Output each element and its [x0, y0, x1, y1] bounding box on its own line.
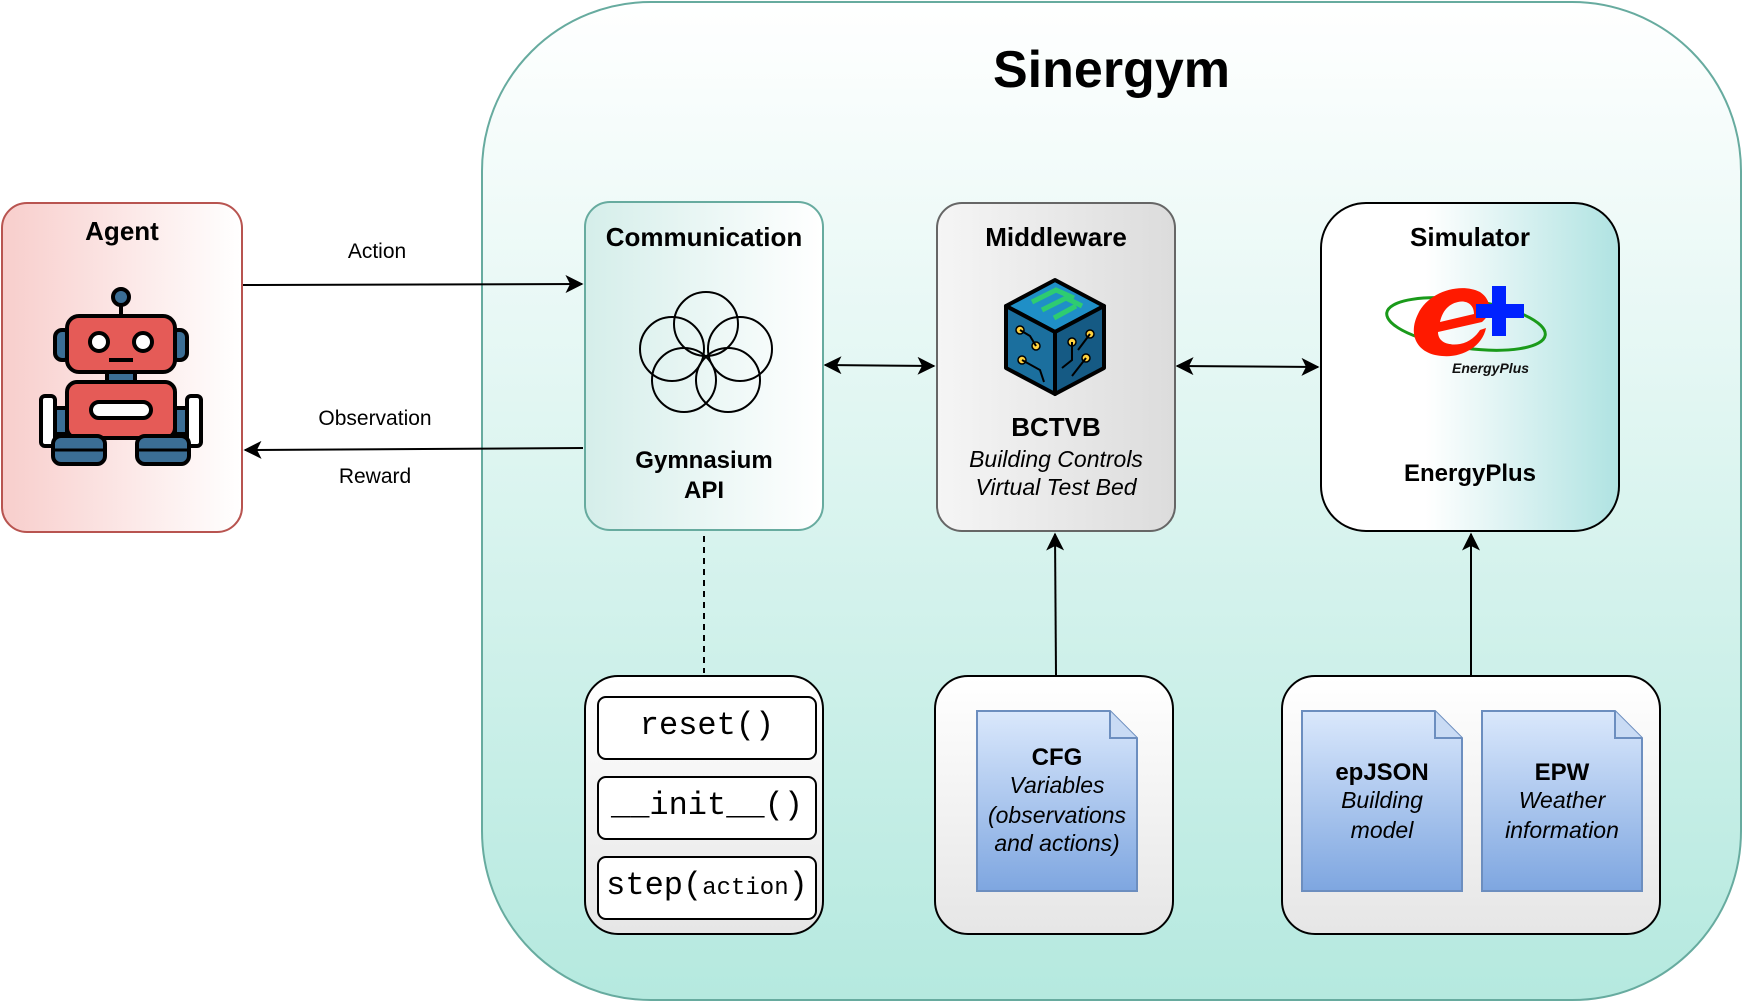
- step-method-name: step(: [606, 867, 703, 904]
- step-method: step(action): [597, 856, 817, 920]
- bctvb-cube-icon: [1004, 278, 1106, 396]
- epjson-title: epJSON: [1335, 759, 1429, 786]
- epw-line2: information: [1505, 817, 1619, 843]
- energyplus-logo-icon: EnergyPlus: [1385, 286, 1547, 376]
- bctvb-name: BCTVB: [1011, 412, 1101, 442]
- cfg-group: CFG Variables (observations and actions): [934, 675, 1174, 935]
- epw-title: EPW: [1534, 759, 1590, 786]
- gymnasium-api-line2: API: [683, 477, 724, 504]
- gymnasium-logo-icon: [639, 291, 773, 413]
- observation-label: Observation: [318, 407, 432, 430]
- reward-label: Reward: [338, 465, 412, 488]
- epw-line1: Weather: [1518, 787, 1606, 813]
- epjson-line2: model: [1350, 817, 1414, 843]
- energyplus-name: EnergyPlus: [1403, 460, 1537, 487]
- epjson-line1: Building: [1341, 787, 1423, 813]
- reset-method: reset(): [597, 696, 817, 760]
- agent-box: Agent: [1, 202, 243, 533]
- epw-document: [1481, 710, 1643, 892]
- cfg-document: [976, 710, 1138, 892]
- communication-box: Communication Gymnasium API: [584, 201, 824, 531]
- step-method-arg: action: [702, 875, 789, 902]
- action-arrow: [242, 275, 584, 294]
- api-methods-group: reset() __init__() step(action): [584, 675, 824, 935]
- cfg-title: CFG: [1031, 744, 1083, 771]
- simulator-box: Simulator EnergyPlus EnergyPlus: [1320, 202, 1620, 532]
- gymnasium-api-line1: Gymnasium: [635, 447, 773, 474]
- init-method: __init__(): [597, 776, 817, 840]
- communication-title: Communication: [605, 222, 803, 252]
- diagram-title: Sinergym: [993, 41, 1230, 99]
- cfg-line3: and actions): [994, 830, 1120, 856]
- observation-arrow: [243, 440, 584, 459]
- middleware-box: Middleware BCTVB Building Controls Virtu…: [936, 202, 1176, 532]
- agent-title: Agent: [85, 216, 159, 246]
- model-files-group: epJSON Building model EPW Weather inform…: [1281, 675, 1661, 935]
- bctvb-desc-line1: Building Controls: [969, 446, 1143, 472]
- action-label: Action: [347, 240, 407, 263]
- middleware-title: Middleware: [985, 222, 1127, 252]
- energyplus-logo-text: EnergyPlus: [1452, 360, 1529, 376]
- cfg-middleware-arrow: [1046, 532, 1065, 676]
- epjson-document: [1301, 710, 1463, 892]
- cfg-line2: (observations: [987, 802, 1127, 828]
- step-method-close: ): [788, 867, 808, 904]
- simulator-title: Simulator: [1410, 222, 1530, 252]
- communication-middleware-arrow: [823, 356, 936, 375]
- middleware-simulator-arrow: [1175, 357, 1320, 376]
- robot-icon: [39, 287, 203, 466]
- bctvb-desc-line2: Virtual Test Bed: [975, 474, 1137, 500]
- cfg-line1: Variables: [1009, 772, 1105, 798]
